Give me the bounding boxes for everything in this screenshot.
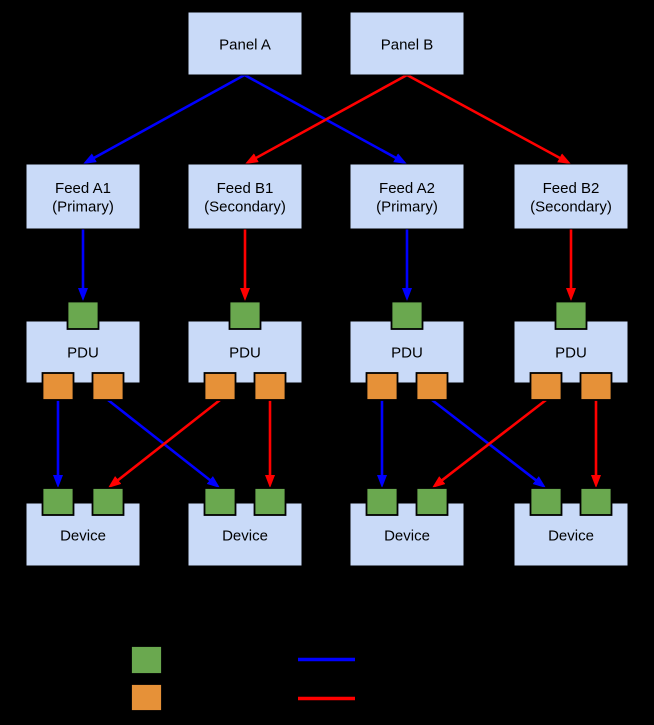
svg-text:Panel A: Panel A	[219, 37, 271, 54]
svg-text:Device: Device	[384, 528, 430, 545]
svg-text:PDU: PDU	[555, 345, 587, 362]
svg-text:Device: Device	[60, 528, 106, 545]
svg-text:(Primary): (Primary)	[52, 199, 114, 216]
svg-text:Feed B2: Feed B2	[543, 180, 600, 197]
svg-text:(Primary): (Primary)	[376, 199, 438, 216]
svg-text:(Secondary): (Secondary)	[204, 199, 286, 216]
svg-text:PDU: PDU	[229, 345, 261, 362]
svg-text:Device: Device	[222, 528, 268, 545]
svg-text:Feed A1: Feed A1	[55, 180, 111, 197]
svg-text:Panel B: Panel B	[381, 37, 434, 54]
svg-text:(Secondary): (Secondary)	[530, 199, 612, 216]
svg-text:PDU: PDU	[67, 345, 99, 362]
svg-text:PDU: PDU	[391, 345, 423, 362]
svg-text:Feed A2: Feed A2	[379, 180, 435, 197]
svg-text:Device: Device	[548, 528, 594, 545]
svg-text:Feed B1: Feed B1	[217, 180, 274, 197]
